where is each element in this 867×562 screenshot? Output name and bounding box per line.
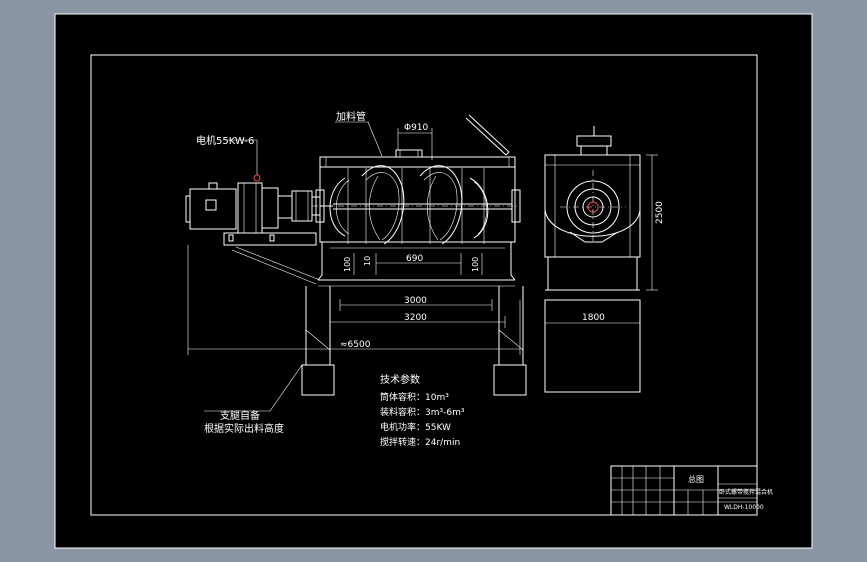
- spec-load: 装料容积：3m³-6m³: [380, 406, 465, 418]
- dim-overall: ≈6500: [340, 340, 371, 350]
- indicator-mark: [253, 174, 261, 182]
- label-support-2: 根据实际出料高度: [204, 422, 284, 435]
- spec-volume: 筒体容积：10m³: [380, 391, 449, 403]
- dim-height: 2500: [655, 201, 665, 224]
- dim-length-total: 3200: [404, 313, 427, 323]
- dim-pitch: Φ910: [404, 123, 429, 133]
- spec-speed: 搅拌转速：24r/min: [380, 436, 460, 448]
- dim-side-width: 1800: [582, 313, 605, 323]
- front-view: [185, 114, 527, 396]
- label-feed-port: 加料管: [336, 110, 366, 123]
- motor-body: [189, 188, 237, 230]
- dimension-lines: [187, 121, 658, 412]
- feed-leader: [335, 121, 383, 157]
- drawing-sheet: [55, 14, 812, 548]
- specs-title: 技术参数: [380, 373, 420, 386]
- outer-border: [54, 13, 813, 549]
- label-motor: 电机55KW-6: [196, 134, 254, 147]
- dim-inner-c: 690: [406, 254, 423, 264]
- spec-power: 电机功率：55KW: [380, 421, 451, 433]
- dim-inner-b: 10: [363, 256, 372, 266]
- title-company: 总图: [688, 474, 704, 484]
- inner-frame: [90, 54, 758, 516]
- side-drum: [566, 180, 620, 234]
- dim-length-inner: 3000: [404, 296, 427, 306]
- title-name: 卧式螺带搅拌混合机: [719, 488, 773, 496]
- label-support-1: 支腿自备: [220, 409, 260, 422]
- tech-specs: 技术参数 筒体容积：10m³ 装料容积：3m³-6m³ 电机功率：55KW 搅拌…: [380, 373, 465, 448]
- side-view: [544, 126, 641, 393]
- gearbox: [237, 182, 263, 234]
- dim-inner-d: 100: [471, 257, 480, 272]
- motor-leader: [227, 139, 258, 175]
- title-code: WLDH-10000: [724, 504, 764, 511]
- support-leader: [204, 364, 303, 412]
- dim-inner-a: 100: [343, 257, 352, 272]
- title-block: [610, 465, 758, 516]
